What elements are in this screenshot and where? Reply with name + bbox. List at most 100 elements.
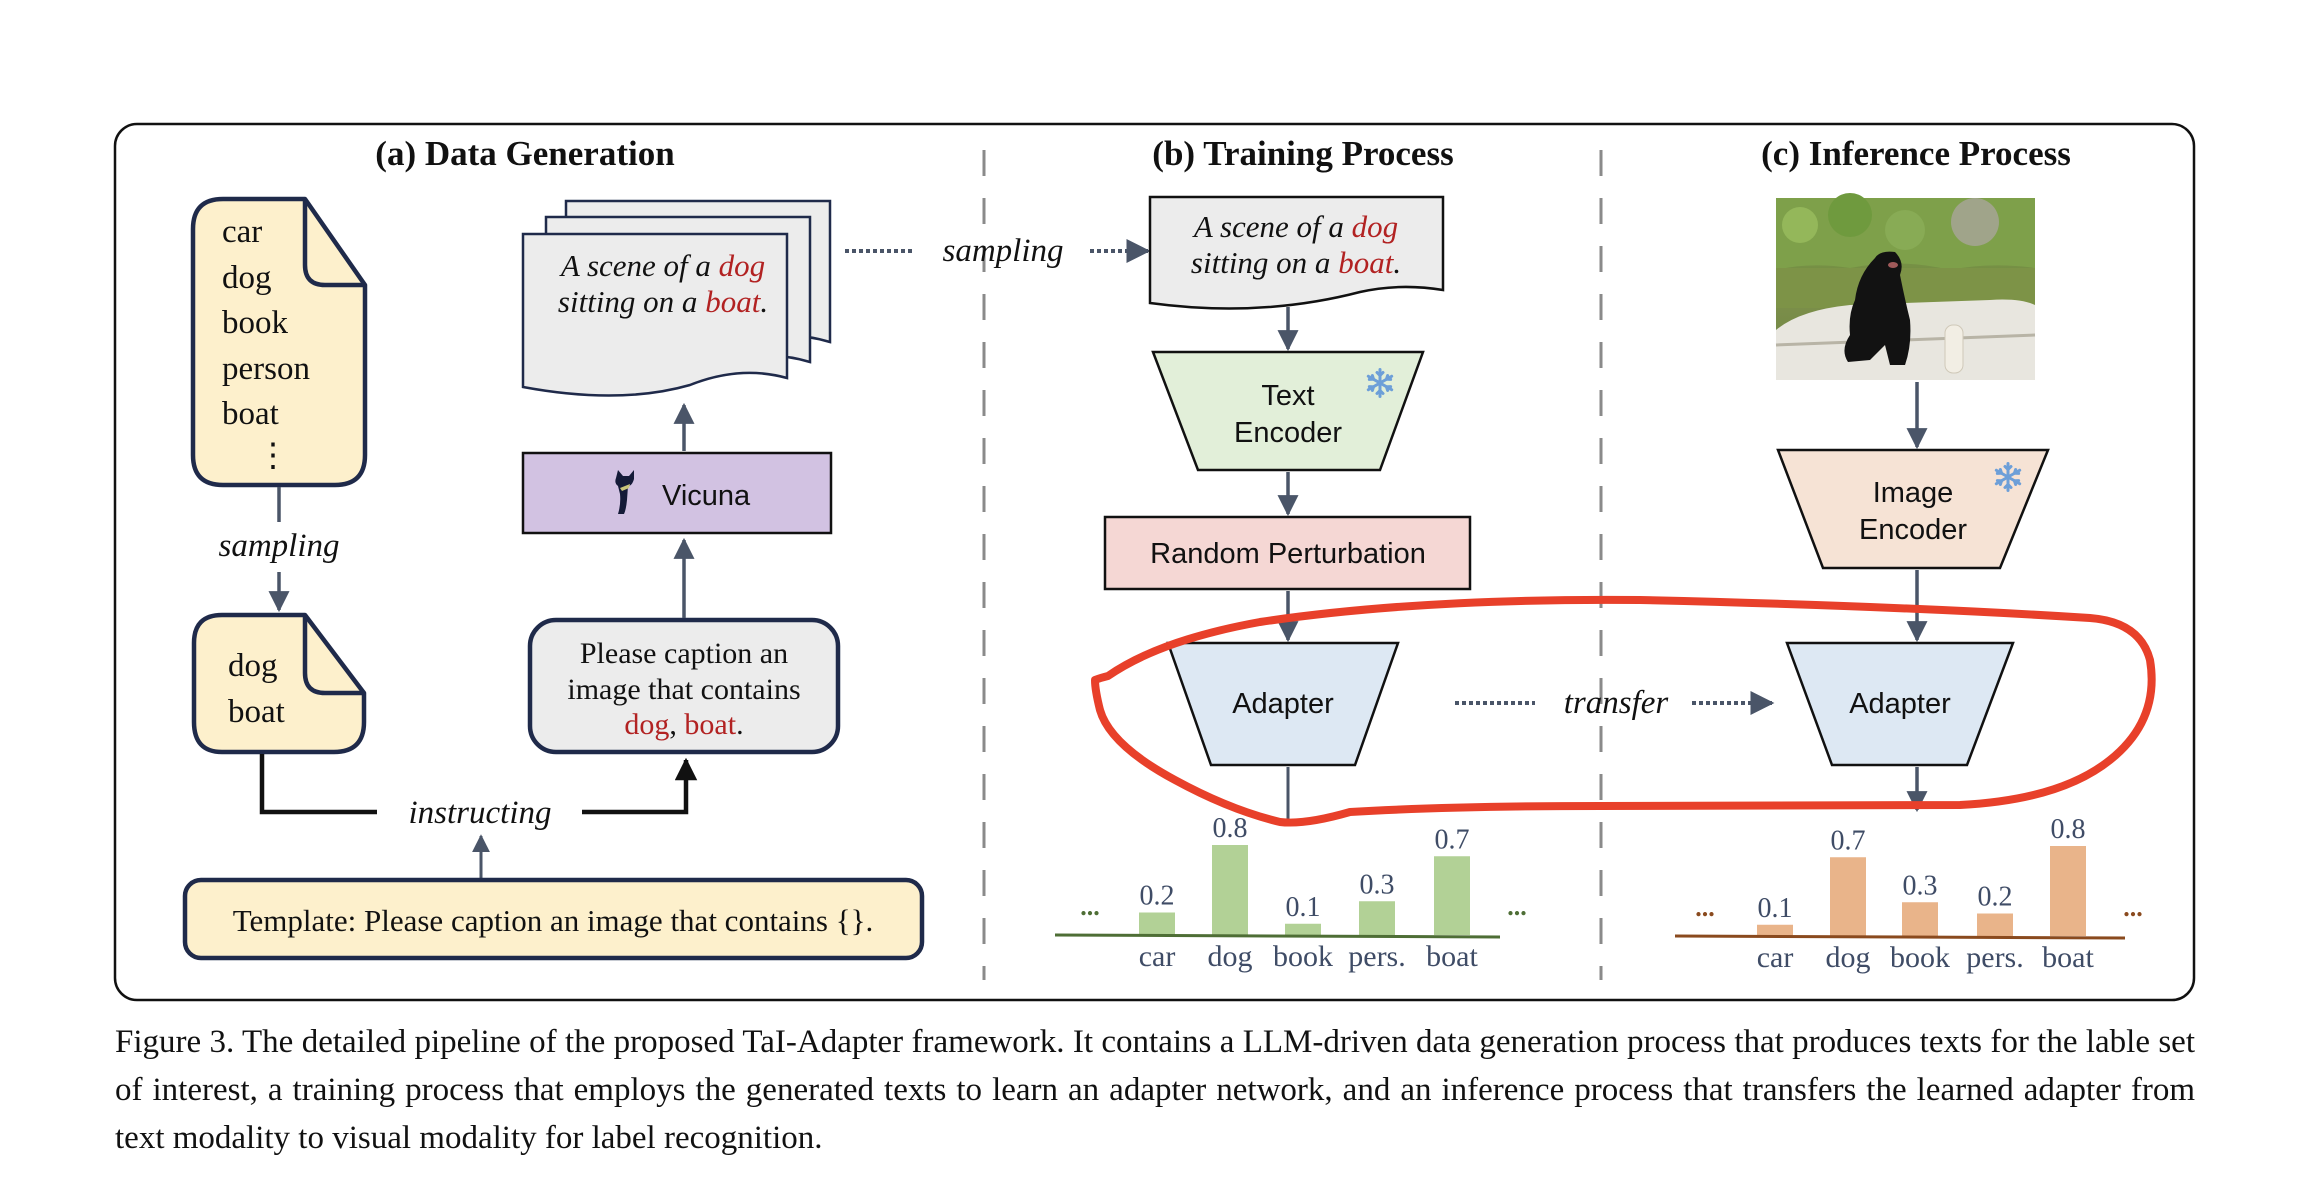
text-encoder-label: Encoder [1234,417,1342,449]
image-encoder [1776,448,2050,570]
training-text-suffix: . [1393,245,1401,280]
random-perturbation-box [1103,515,1472,591]
text-encoder-label: Text [1261,380,1314,412]
category-label: book [1273,940,1333,973]
bar-pers [1977,913,2013,936]
vicuna-box [521,451,833,535]
chart-baseline [1674,934,2126,940]
cross-sampling-label: sampling [942,233,1063,269]
prompt-line: image that contains [567,673,800,706]
bar-value-label: 0.7 [1831,825,1866,856]
generated-text-prefix: A scene of a [559,248,719,283]
sampled-labels-document: dog boat [191,612,367,755]
prompt-label-word: boat [684,708,736,741]
bar-boat [1434,856,1470,935]
bar-dog [1830,857,1866,936]
vicuna-label: Vicuna [662,480,751,512]
annotation-outline [1091,595,2156,827]
sampled-label: dog [228,648,278,684]
bar-value-label: 0.8 [2051,814,2086,845]
generated-text-highlight: dog [719,248,766,283]
instructing-line-left [259,754,377,815]
prompt-label-word: dog [624,708,669,741]
figure-caption: Figure 3. The detailed pipeline of the p… [115,1024,2195,1156]
generated-text-suffix: . [760,284,768,319]
generated-text-highlight: boat [705,284,762,319]
bar-dog [1212,845,1248,935]
generated-text-stack: A scene of a dog sitting on a boat. [521,199,832,397]
text-encoder [1151,350,1425,472]
label-ellipsis: ⋮ [257,438,290,474]
training-text-prefix: sitting on a [1191,245,1338,280]
bar-value-label: 0.7 [1435,824,1470,855]
category-label: dog [1208,940,1253,973]
bar-value-label: 0.1 [1286,892,1321,923]
bar-value-label: 0.8 [1213,813,1248,844]
bar-car [1139,912,1175,935]
label-item: dog [222,260,272,296]
training-text-line: sitting on a boat. [1191,245,1401,280]
heading-training-process: (b) Training Process [1152,134,1453,173]
prompt-box [527,617,841,755]
instructing-line-right [582,757,698,815]
bar-value-label: 0.3 [1360,869,1395,900]
bar-value-label: 0.2 [1140,881,1175,912]
training-text-document: A scene of a dog sitting on a boat. [1148,195,1445,310]
training-text-prefix: A scene of a [1192,209,1352,244]
label-item: boat [222,396,279,432]
training-text-highlight: boat [1338,245,1395,280]
category-label: book [1890,941,1950,974]
pipeline-figure: (a) Data Generation (b) Training Process… [113,122,2196,1002]
label-item: car [222,214,262,250]
instructing-label: instructing [408,795,551,831]
ellipsis-left: ... [1080,892,1100,921]
label-item: person [222,351,310,387]
image-encoder-label: Encoder [1859,514,1967,546]
bar-value-label: 0.2 [1978,882,2013,913]
generated-text-line: sitting on a boat. [558,284,768,319]
prompt-separator: , [669,708,684,741]
bar-car [1757,924,1793,936]
heading-inference-process: (c) Inference Process [1761,134,2071,173]
bar-value-label: 0.3 [1903,870,1938,901]
category-label: pers. [1966,941,2023,974]
prompt-line: Please caption an [580,637,788,670]
heading-data-generation: (a) Data Generation [375,134,674,173]
bar-pers [1359,901,1395,935]
label-item: book [222,305,289,341]
category-label: dog [1826,941,1871,974]
training-adapter-label: Adapter [1232,688,1334,720]
bar-value-label: 0.1 [1758,893,1793,924]
label-set-document: car dog book person boat ⋮ [190,196,368,488]
ellipsis-right: ... [1507,892,1527,921]
training-adapter [1166,641,1400,767]
category-label: car [1139,940,1176,973]
template-box [182,877,925,961]
image-encoder-label: Image [1873,477,1954,509]
ellipsis-left: ... [1695,893,1715,922]
training-score-chart: 0.2 car 0.8 dog 0.1 book 0.3 pers. 0.7 boat...... [1054,813,1527,973]
training-text-highlight: dog [1352,209,1399,244]
training-text-line: A scene of a dog [1192,209,1398,244]
generated-text-prefix: sitting on a [558,284,705,319]
bar-book [1285,923,1321,935]
ellipsis-right: ... [2123,893,2143,922]
sampling-label: sampling [218,528,339,564]
template-text: Template: Please caption an image that c… [233,903,874,938]
inference-adapter [1785,641,2015,767]
chart-baseline [1054,933,1501,939]
inference-score-chart: 0.1 car 0.7 dog 0.3 book 0.2 pers. 0.8 boat...... [1674,814,2143,974]
prompt-end: . [736,708,744,741]
random-perturbation-label: Random Perturbation [1150,538,1426,570]
sampled-label: boat [228,694,285,730]
category-label: boat [2042,941,2094,974]
category-label: pers. [1348,940,1405,973]
bar-book [1902,902,1938,936]
inference-adapter-label: Adapter [1849,688,1951,720]
category-label: car [1757,941,1794,974]
bar-boat [2050,846,2086,936]
prompt-line-labels: dog, boat. [624,708,743,741]
category-label: boat [1426,940,1478,973]
generated-text-line: A scene of a dog [559,248,765,283]
transfer-label: transfer [1564,685,1669,721]
